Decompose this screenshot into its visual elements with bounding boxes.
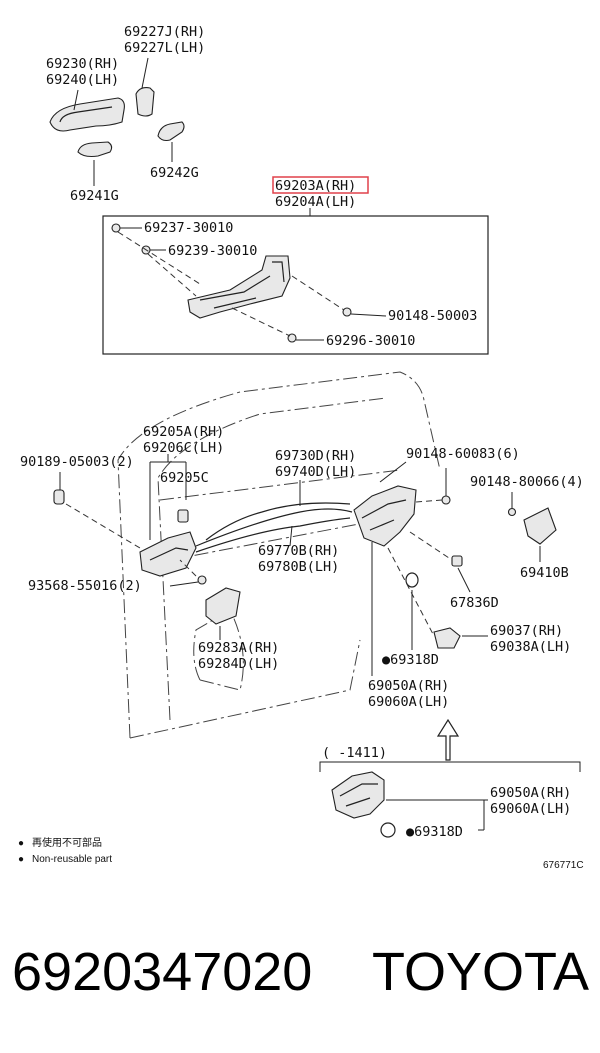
label-69740d: 69740D(LH) xyxy=(275,464,356,480)
label-69237: 69237-30010 xyxy=(144,220,233,236)
washer[interactable] xyxy=(405,572,419,588)
label-90148-60083: 90148-60083(6) xyxy=(406,446,520,462)
outside-handle[interactable] xyxy=(49,97,125,132)
label-69730d: 69730D(RH) xyxy=(275,448,356,464)
label-69206c: 69206C(LH) xyxy=(143,440,224,456)
label-69060a-b: 69060A(LH) xyxy=(490,801,571,817)
up-arrow-icon xyxy=(436,718,460,761)
bolt-90148-80066[interactable] xyxy=(507,507,517,517)
label-range: ( -1411) xyxy=(322,745,387,761)
label-69241g: 69241G xyxy=(70,188,119,204)
seal-69318d[interactable] xyxy=(380,822,396,838)
door-lock-assembly[interactable] xyxy=(353,485,417,547)
label-69296: 69296-30010 xyxy=(326,333,415,349)
label-69318d: ●69318D xyxy=(382,652,439,668)
grommet-67836d[interactable] xyxy=(451,555,463,567)
diagram-id: 676771C xyxy=(543,860,584,871)
handle-cap[interactable] xyxy=(135,87,155,117)
label-69205a: 69205A(RH) xyxy=(143,424,224,440)
label-69239: 69239-30010 xyxy=(168,243,257,259)
part-number: 6920347020 xyxy=(12,942,312,1002)
clip-69237[interactable] xyxy=(111,223,121,233)
door-outline xyxy=(117,371,441,739)
label-69204a: 69204A(LH) xyxy=(275,194,356,210)
frame-assembly-box xyxy=(102,215,489,355)
bolt-90148-60083[interactable] xyxy=(441,495,451,505)
label-69283a: 69283A(RH) xyxy=(198,640,279,656)
label-69410b: 69410B xyxy=(520,565,569,581)
label-90148-50003: 90148-50003 xyxy=(388,308,477,324)
label-69227l: 69227L(LH) xyxy=(124,40,205,56)
legend-mark-1: ● xyxy=(18,838,24,849)
label-90189: 90189-05003(2) xyxy=(20,454,134,470)
handle-pad-g[interactable] xyxy=(77,141,113,158)
label-69050a: 69050A(RH) xyxy=(368,678,449,694)
label-69037: 69037(RH) xyxy=(490,623,563,639)
legend-cn: 再使用不可部品 xyxy=(32,836,102,849)
label-69242g: 69242G xyxy=(150,165,199,181)
clip-90189[interactable] xyxy=(53,489,65,505)
label-69284d: 69284D(LH) xyxy=(198,656,279,672)
outside-handle-group xyxy=(49,57,185,186)
label-93568: 93568-55016(2) xyxy=(28,578,142,594)
handle-frame[interactable] xyxy=(187,255,291,319)
cover-69283a[interactable] xyxy=(205,587,241,625)
label-90148-80066: 90148-80066(4) xyxy=(470,474,584,490)
highlight-box xyxy=(272,176,369,194)
lock-control-69037[interactable] xyxy=(433,627,461,649)
label-67836d: 67836D xyxy=(450,595,499,611)
frame-assembly xyxy=(111,223,387,343)
label-69050a-b: 69050A(RH) xyxy=(490,785,571,801)
inside-handle[interactable] xyxy=(139,531,197,577)
lock-assembly-pre-1411 xyxy=(331,771,488,838)
screw-93568[interactable] xyxy=(197,575,207,585)
label-69038a: 69038A(LH) xyxy=(490,639,571,655)
handle-pad-small[interactable] xyxy=(157,121,185,142)
label-69240: 69240(LH) xyxy=(46,72,119,88)
label-69230: 69230(RH) xyxy=(46,56,119,72)
striker-69410b[interactable] xyxy=(523,507,557,545)
label-69205c: 69205C xyxy=(160,470,209,486)
cable-69770b[interactable] xyxy=(195,517,351,553)
middle-parts xyxy=(53,454,557,761)
label-69318d-b: ●69318D xyxy=(406,824,463,840)
label-69780b: 69780B(LH) xyxy=(258,559,339,575)
cable-69730d[interactable] xyxy=(195,508,353,547)
door-lock-assembly-b[interactable] xyxy=(331,771,385,819)
label-69770b: 69770B(RH) xyxy=(258,543,339,559)
label-69203a-highlighted: 69203A(RH) xyxy=(275,178,356,194)
legend-mark-2: ● xyxy=(18,854,24,865)
brand-name: TOYOTA xyxy=(372,942,589,1002)
clip-69205c[interactable] xyxy=(177,509,189,523)
legend-en: Non-reusable part xyxy=(32,854,112,865)
screw-90148-50003[interactable] xyxy=(342,307,352,317)
label-69060a: 69060A(LH) xyxy=(368,694,449,710)
label-69227j: 69227J(RH) xyxy=(124,24,205,40)
